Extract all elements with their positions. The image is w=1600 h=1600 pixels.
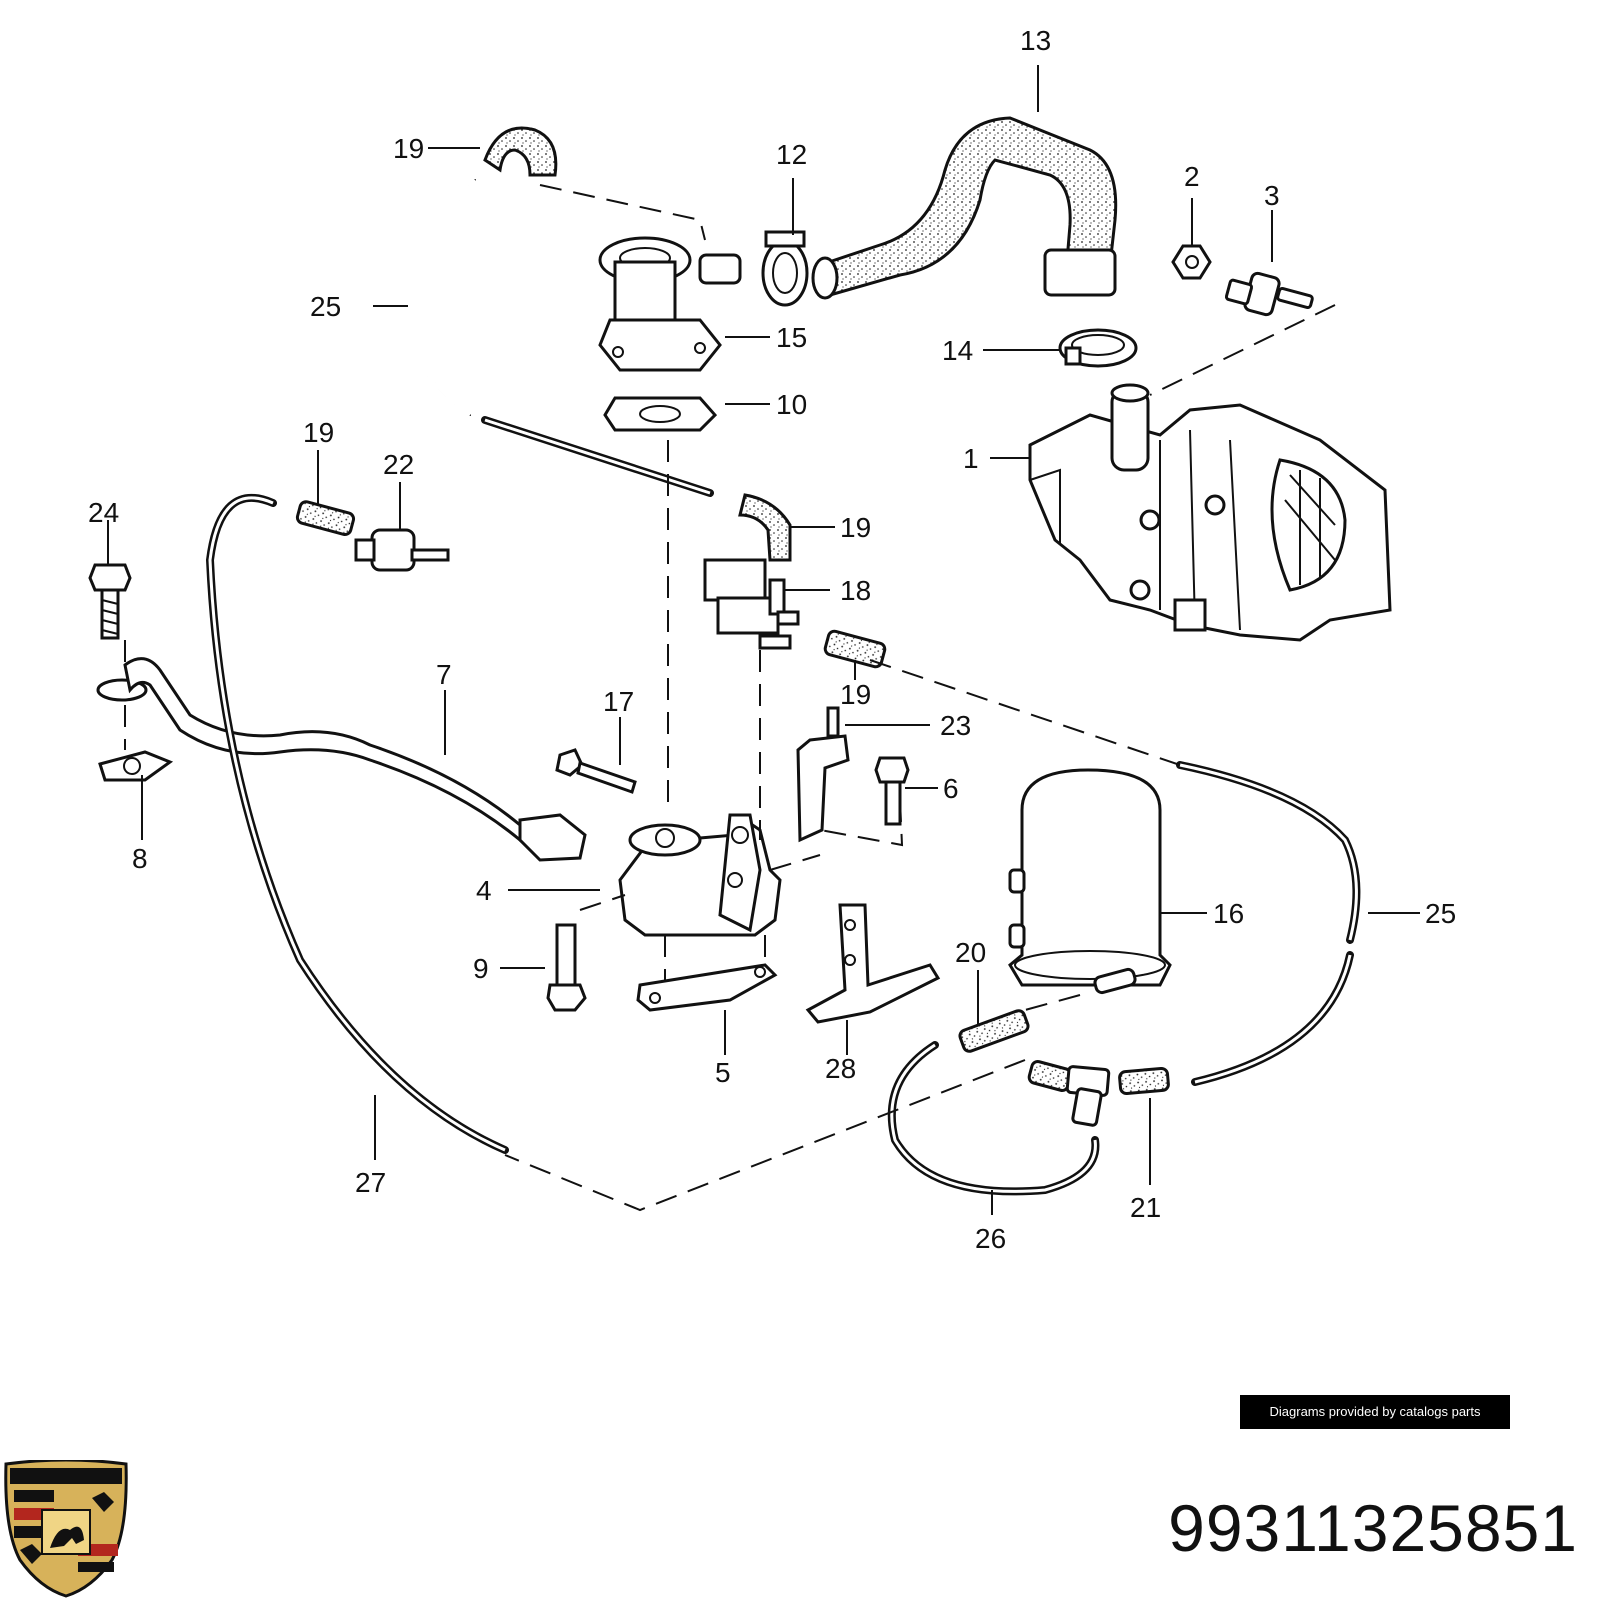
callout-23: 23 <box>940 710 971 741</box>
callout-17: 17 <box>603 686 634 717</box>
callout-20: 20 <box>955 937 986 968</box>
callout-25: 25 <box>1425 898 1456 929</box>
callout-27: 27 <box>355 1167 386 1198</box>
hose-19-top <box>483 126 558 177</box>
vacuum-reservoir-16 <box>1008 768 1172 995</box>
bolt-24 <box>88 563 132 640</box>
hose-19-lower <box>823 629 887 669</box>
callout-8: 8 <box>132 843 148 874</box>
gasket-5 <box>636 963 778 1012</box>
callout-10: 10 <box>776 389 807 420</box>
gasket-10 <box>603 396 718 432</box>
air-pump-1 <box>1028 383 1392 642</box>
hose-13 <box>818 116 1118 297</box>
hose-13-clamp-end <box>1043 248 1117 297</box>
porsche-crest-logo <box>4 1460 128 1598</box>
hose-clamp-14 <box>1058 328 1138 368</box>
callout-2: 2 <box>1184 161 1200 192</box>
hose-25-upper <box>406 179 476 416</box>
callout-18: 18 <box>840 575 871 606</box>
pipe-7 <box>123 657 522 844</box>
hose-clamp-12 <box>761 230 809 307</box>
bolt-17 <box>555 748 637 794</box>
bolt-6 <box>874 756 910 826</box>
hose-25-right-lower <box>1191 951 1354 1086</box>
pipe-7-fitting <box>518 813 587 862</box>
bracket-28 <box>805 903 941 1024</box>
callout-1: 1 <box>963 443 979 474</box>
callout-4: 4 <box>476 875 492 906</box>
hose-13-left-end <box>811 256 839 300</box>
callout-12: 12 <box>776 139 807 170</box>
hose-19-right <box>738 493 792 562</box>
callout-28: 28 <box>825 1053 856 1084</box>
hose-19-left <box>295 500 356 537</box>
callout-9: 9 <box>473 953 489 984</box>
callout-14: 14 <box>942 335 973 366</box>
callout-5: 5 <box>715 1057 731 1088</box>
callout-19: 19 <box>303 417 334 448</box>
callout-15: 15 <box>776 322 807 353</box>
callout-19: 19 <box>840 512 871 543</box>
valve-housing-4 <box>618 813 782 937</box>
valve-15 <box>598 236 742 372</box>
credit-banner: Diagrams provided by catalogs parts <box>1240 1395 1510 1429</box>
callout-26: 26 <box>975 1223 1006 1254</box>
bolt-9 <box>546 923 587 1012</box>
part-number: 99311325851 <box>1168 1491 1578 1565</box>
electro-valve-18 <box>703 558 800 650</box>
callout-24: 24 <box>88 497 119 528</box>
hose-20 <box>958 1009 1030 1053</box>
callout-21: 21 <box>1130 1192 1161 1223</box>
callout-6: 6 <box>943 773 959 804</box>
callout-7: 7 <box>436 659 452 690</box>
callout-3: 3 <box>1264 180 1280 211</box>
callout-19: 19 <box>840 679 871 710</box>
callout-25: 25 <box>310 291 341 322</box>
callout-19: 19 <box>393 133 424 164</box>
callout-22: 22 <box>383 449 414 480</box>
check-valve-3 <box>1224 271 1314 317</box>
bracket-23 <box>796 706 850 843</box>
hose-27 <box>205 494 509 1154</box>
t-piece-21 <box>1027 1060 1170 1127</box>
callout-13: 13 <box>1020 25 1051 56</box>
check-valve-22 <box>354 528 450 572</box>
hose-25-upper-inner <box>406 178 477 417</box>
callout-16: 16 <box>1213 898 1244 929</box>
nut-2 <box>1171 244 1212 280</box>
